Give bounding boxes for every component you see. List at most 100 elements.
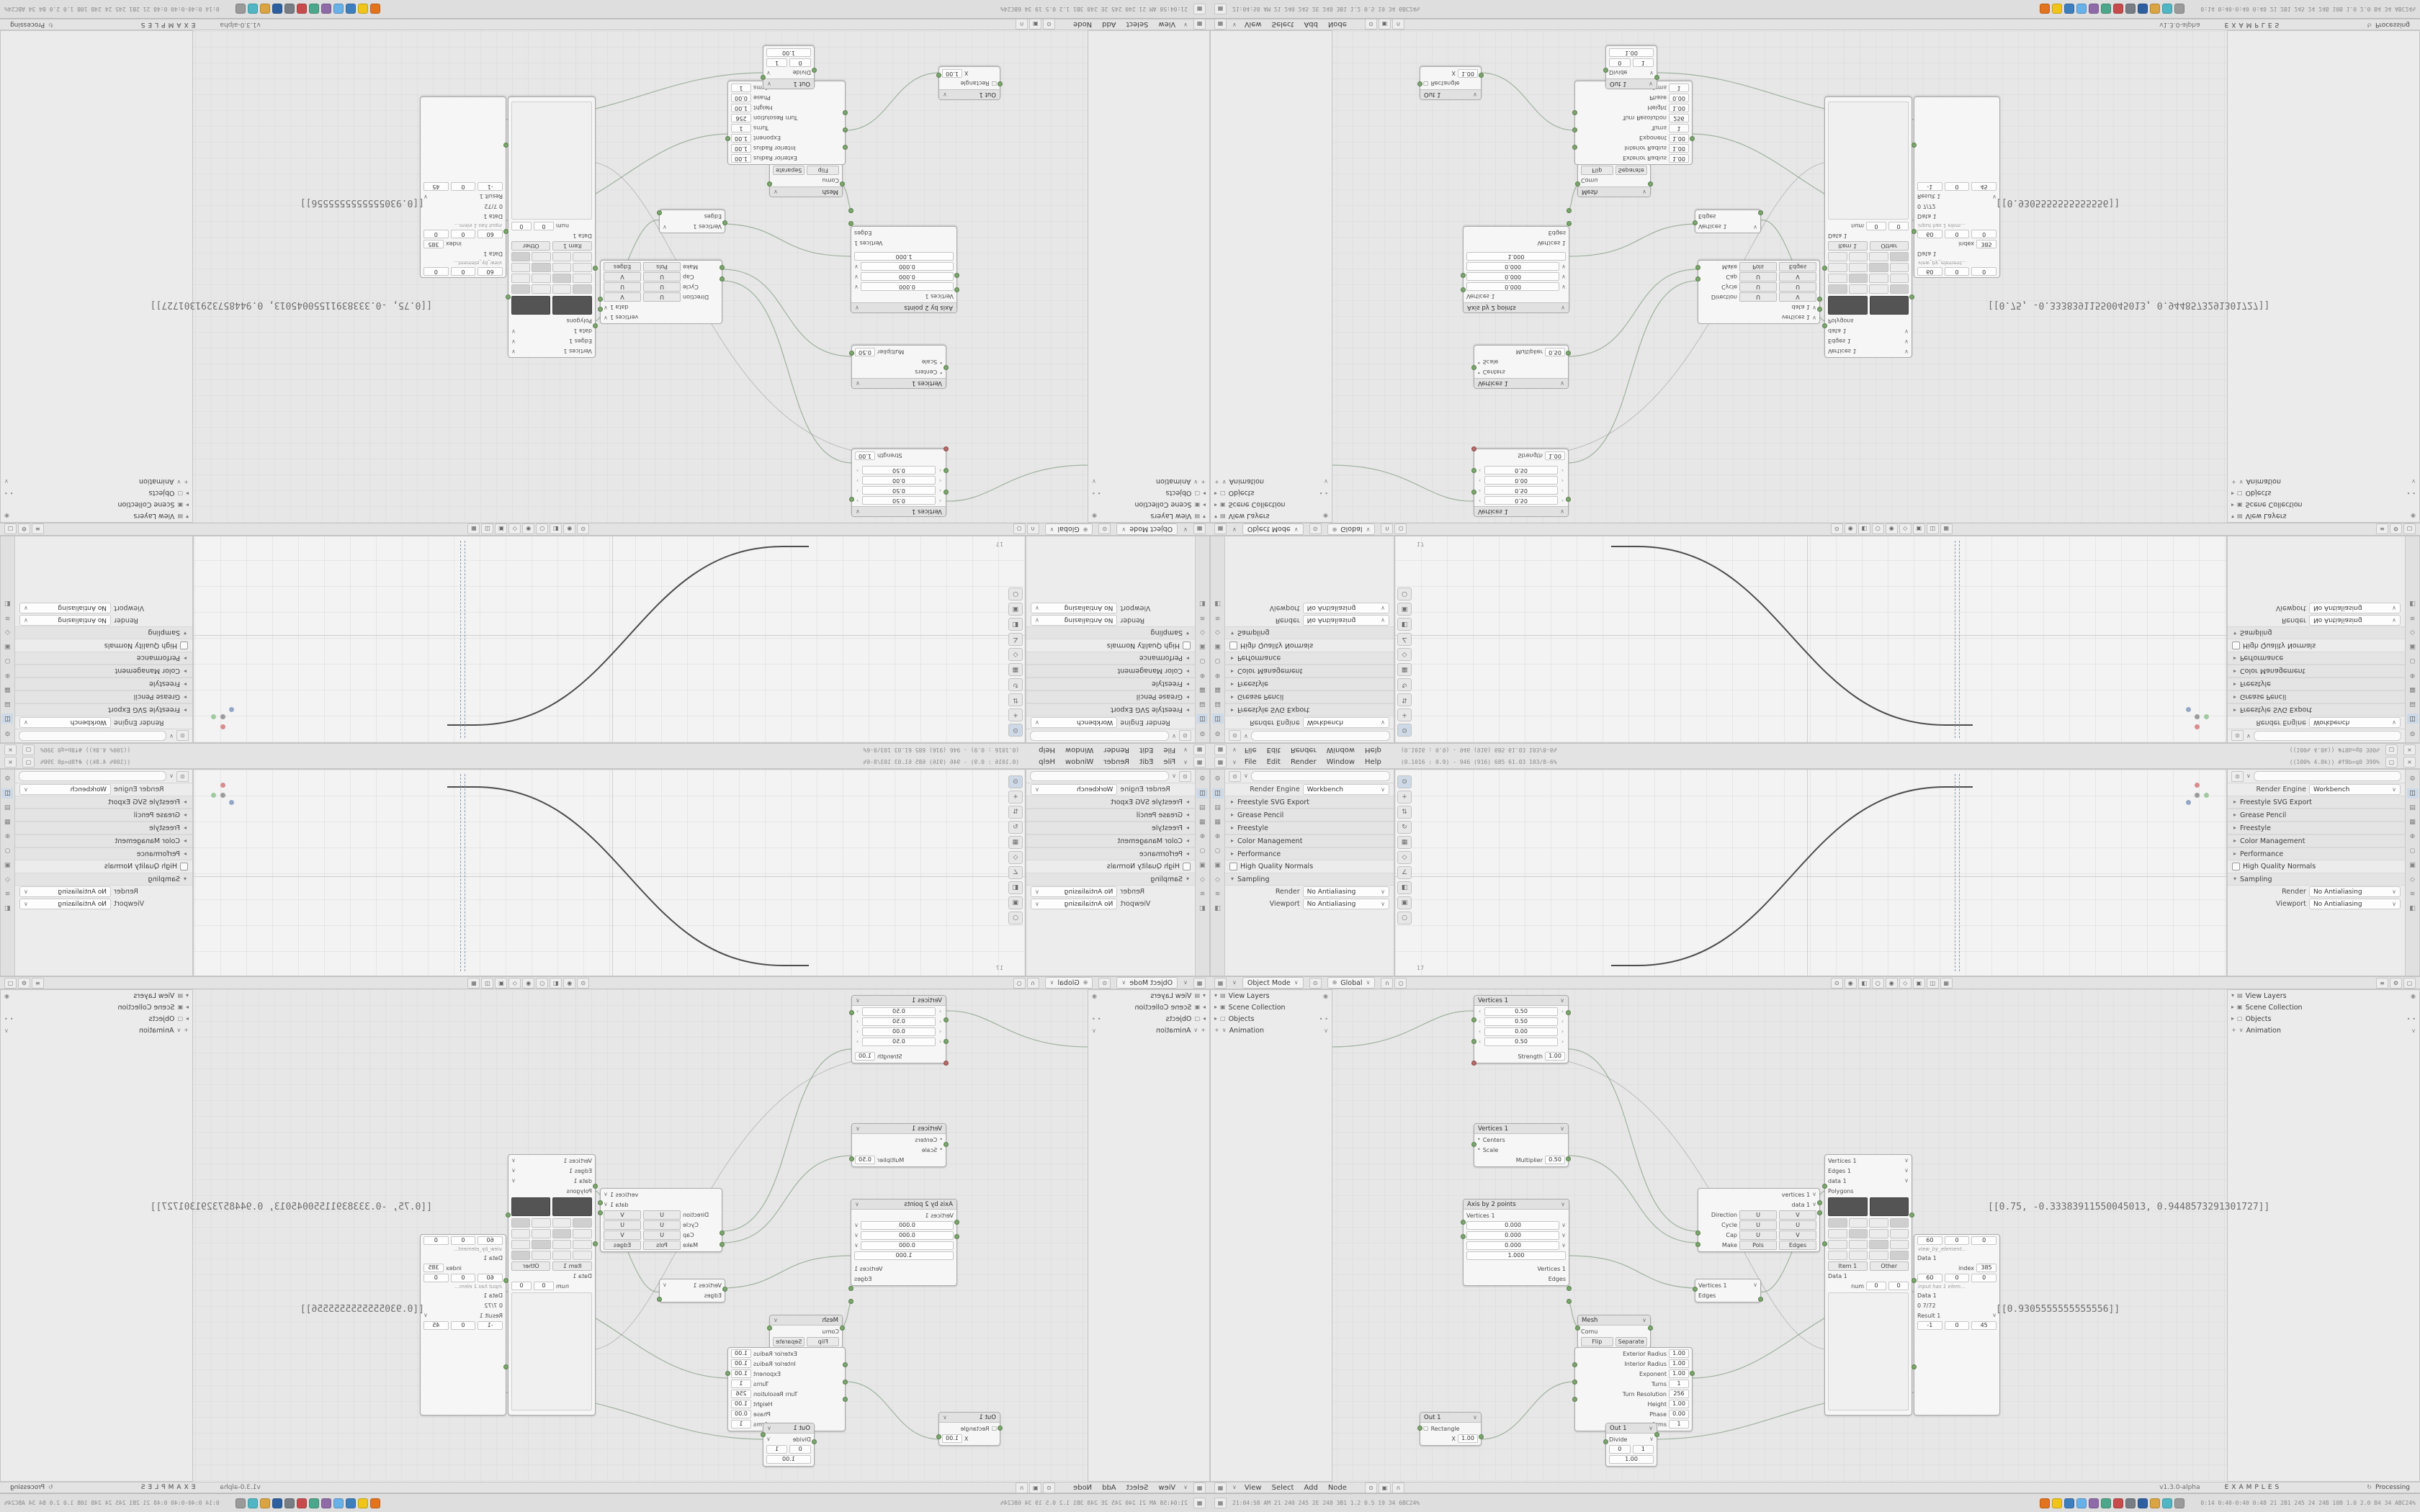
- app-icon[interactable]: [2089, 4, 2099, 14]
- properties-search-input[interactable]: [1250, 731, 1390, 741]
- chevron-down-icon[interactable]: ∨: [2411, 478, 2416, 485]
- result-select[interactable]: Result 1: [1917, 193, 1941, 200]
- menu-file[interactable]: File: [1163, 758, 1176, 766]
- editor-type-icon[interactable]: ▦: [1214, 523, 1227, 535]
- editor-type-icon[interactable]: ⊙: [2231, 730, 2244, 742]
- result-field[interactable]: 1.00: [1609, 48, 1654, 57]
- turn-resolution-field[interactable]: 256: [1669, 114, 1689, 122]
- vertices-row[interactable]: Vertices 1: [1828, 348, 1857, 355]
- shading-solid-icon[interactable]: ◉: [1885, 523, 1898, 535]
- num-field[interactable]: 0: [534, 1282, 554, 1290]
- sampling-viewport-select[interactable]: No Antialiasing ∨: [19, 899, 112, 909]
- value-field[interactable]: 0: [1971, 267, 1997, 276]
- outliner-row-objects[interactable]: ▸ ▢ Objects • •: [2228, 1013, 2419, 1025]
- output-tab-icon[interactable]: ▤: [2409, 804, 2416, 811]
- strength-field[interactable]: 1.00: [855, 451, 875, 460]
- panel-sampling[interactable]: ▾ Sampling: [1225, 626, 1394, 639]
- render-tab-icon[interactable]: ◫: [1211, 714, 1224, 724]
- measure-tool-icon[interactable]: ◧: [1008, 618, 1023, 631]
- result-field[interactable]: 1.00: [1609, 1455, 1654, 1464]
- add-tool-icon[interactable]: ▣: [1008, 896, 1023, 909]
- chevron-down-icon[interactable]: ∨: [1560, 996, 1564, 1004]
- value-field[interactable]: -1: [1917, 182, 1942, 191]
- shading-solid-icon[interactable]: ◉: [522, 977, 535, 989]
- value-field[interactable]: 0.50: [862, 1017, 936, 1026]
- toggle-button[interactable]: [532, 284, 551, 294]
- chevron-down-icon[interactable]: ∨: [1560, 508, 1564, 516]
- filter-icon[interactable]: ≡: [2376, 523, 2388, 535]
- decrement-icon[interactable]: ‹: [1478, 487, 1482, 494]
- menu-select[interactable]: Select: [1126, 20, 1149, 29]
- chevron-down-icon[interactable]: ▾: [2231, 992, 2235, 999]
- chevron-down-icon[interactable]: ∨: [604, 305, 608, 311]
- render-engine-select[interactable]: Workbench ∨: [19, 717, 112, 728]
- value-field[interactable]: 0: [1944, 267, 1970, 276]
- pin-icon[interactable]: ⊙: [1364, 1482, 1377, 1493]
- arms-field[interactable]: 1: [731, 84, 751, 92]
- height-field[interactable]: 1.00: [1669, 104, 1689, 112]
- panel-grease-pencil[interactable]: ▸ Grease Pencil: [15, 690, 192, 703]
- vertices-row[interactable]: Vertices 1: [563, 1157, 592, 1164]
- outliner-row-animation[interactable]: + ∨ Animation ∨: [1, 1025, 192, 1036]
- snapping-icon[interactable]: ∩: [1392, 1482, 1404, 1493]
- flip-button[interactable]: Flip: [807, 1336, 839, 1346]
- cap-u-button[interactable]: U: [1739, 1230, 1777, 1240]
- menu-node[interactable]: Node: [1073, 1483, 1093, 1492]
- object-tab-icon[interactable]: ▣: [1214, 643, 1221, 650]
- proportional-edit-icon[interactable]: ○: [1394, 523, 1407, 535]
- toggle-button[interactable]: [1889, 1218, 1909, 1228]
- cycle-u-button[interactable]: U: [1739, 1220, 1777, 1230]
- index-field[interactable]: 385: [1976, 240, 1996, 248]
- chevron-right-icon[interactable]: ▸: [2231, 502, 2235, 508]
- outliner-row-objects[interactable]: ▸ ▢ Objects • •: [2228, 487, 2419, 499]
- outliner-row-view-layers[interactable]: ▾ ▤ View Layers ◉: [2228, 510, 2419, 522]
- new-collection-icon[interactable]: ▢: [4, 523, 17, 535]
- app-menu-icon[interactable]: ▦: [1214, 744, 1227, 755]
- window-restore-icon[interactable]: ▢: [2385, 744, 2398, 755]
- panel-freestyle-svg-export[interactable]: ▸ Freestyle SVG Export: [15, 796, 192, 809]
- parent-icon[interactable]: ▣: [1029, 19, 1042, 30]
- properties-search-input[interactable]: [19, 731, 167, 741]
- value-field[interactable]: 1: [1632, 1445, 1654, 1454]
- viewlayer-tab-icon[interactable]: ▦: [1199, 819, 1206, 826]
- output-tab-icon[interactable]: ▤: [1199, 804, 1206, 811]
- increment-icon[interactable]: ›: [856, 1038, 859, 1045]
- decrement-icon[interactable]: ‹: [1478, 467, 1482, 474]
- high-quality-normals-checkbox[interactable]: [1229, 863, 1237, 870]
- item-tab-button[interactable]: Item 1: [1828, 241, 1868, 251]
- render-tab-icon[interactable]: ◫: [1196, 788, 1209, 798]
- app-grid-icon[interactable]: ▦: [1193, 1498, 1206, 1508]
- toggle-button[interactable]: [552, 1229, 572, 1238]
- viewlayer-tab-icon[interactable]: ▦: [1214, 686, 1221, 693]
- sampling-render-select[interactable]: No Antialiasing ∨: [1302, 615, 1389, 626]
- radio-icon[interactable]: •: [1477, 1136, 1481, 1143]
- toggle-button[interactable]: [552, 1218, 572, 1228]
- window-restore-icon[interactable]: ▢: [2385, 757, 2398, 768]
- panel-performance[interactable]: ▸ Performance: [2228, 847, 2405, 860]
- sampling-render-select[interactable]: No Antialiasing ∨: [19, 886, 112, 897]
- preview-swatch[interactable]: [511, 1197, 551, 1216]
- value-field[interactable]: 60: [478, 230, 503, 238]
- object-tab-icon[interactable]: ▣: [1199, 862, 1206, 869]
- plus-icon[interactable]: +: [1214, 1027, 1219, 1033]
- physics-tab-icon[interactable]: ≋: [1199, 891, 1206, 898]
- value-field[interactable]: 0: [789, 58, 811, 67]
- toggle-button[interactable]: [511, 274, 531, 283]
- xray-icon[interactable]: ◧: [550, 523, 563, 535]
- result-field[interactable]: 1.00: [766, 48, 811, 57]
- chevron-right-icon[interactable]: ▸: [1202, 502, 1206, 508]
- cycle-v-button[interactable]: U: [604, 1220, 641, 1230]
- chevron-right-icon[interactable]: ▸: [1202, 1004, 1206, 1010]
- view-options-icon[interactable]: ▦: [467, 523, 480, 535]
- node-editor[interactable]: ▾ ▤ View Layers ◉ ▸ ▣ Scene Collection ▸…: [0, 30, 1210, 523]
- plus-icon[interactable]: +: [1201, 1027, 1206, 1033]
- toggle-button[interactable]: [1848, 1240, 1868, 1249]
- toggle-button[interactable]: [1889, 1240, 1909, 1249]
- value-field[interactable]: 0: [450, 267, 476, 276]
- panel-color-management[interactable]: ▸ Color Management: [15, 834, 192, 847]
